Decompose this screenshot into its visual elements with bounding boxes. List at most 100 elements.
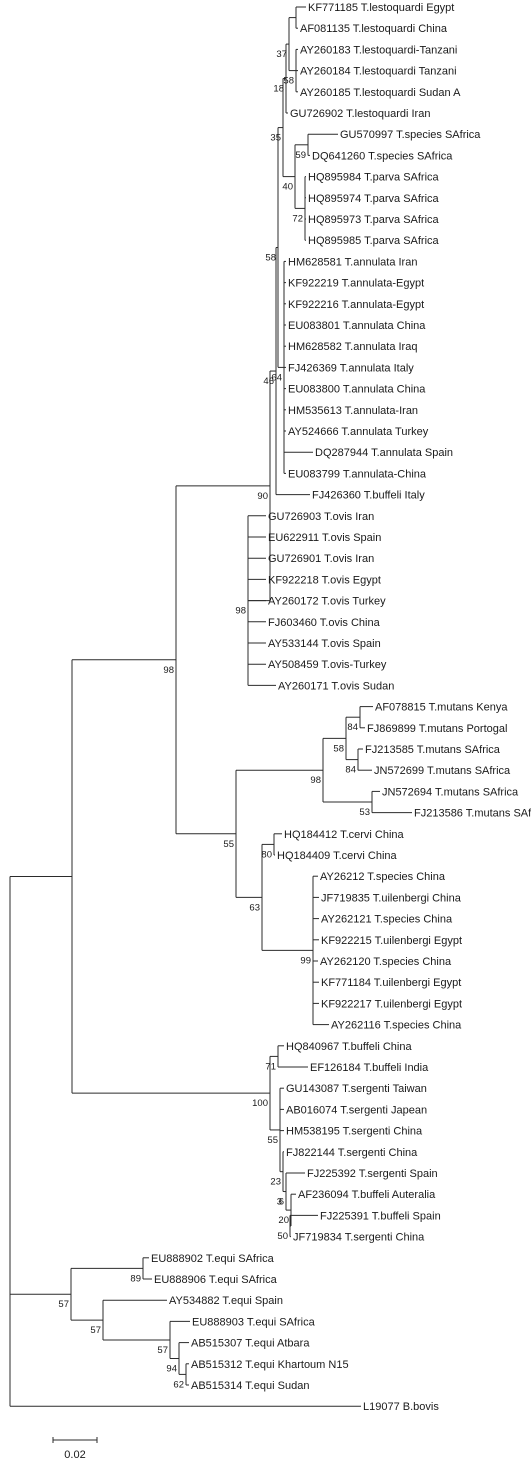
leaf-label: JN572694 T.mutans SAfrica — [382, 786, 519, 798]
bootstrap-value: 55 — [223, 839, 234, 850]
bootstrap-value: 98 — [235, 606, 246, 617]
leaf-label: FJ822144 T.sergenti China — [286, 1147, 418, 1159]
leaf-label: HM535613 T.annulata-Iran — [288, 405, 418, 417]
leaf-label: AF081135 T.lestoquardi China — [300, 23, 448, 35]
bootstrap-value: 80 — [261, 849, 272, 860]
bootstrap-value: 72 — [292, 213, 303, 224]
bootstrap-value: 58 — [333, 743, 344, 754]
bootstrap-value: 50 — [277, 1231, 288, 1242]
leaf-label: HQ895973 T.parva SAfrica — [308, 214, 440, 226]
leaf-label: KF771185 T.lestoquardi Egypt — [308, 2, 454, 14]
leaf-label: AY524666 T.annulata Turkey — [288, 426, 429, 438]
leaf-label: HQ184409 T.cervi China — [277, 850, 398, 862]
scale-bar-label: 0.02 — [64, 1449, 85, 1461]
leaf-label: HQ840967 T.buffeli China — [286, 1041, 412, 1053]
bootstrap-value: 98 — [163, 665, 174, 676]
leaf-label: HM628581 T.annulata Iran — [288, 256, 417, 268]
bootstrap-value: 84 — [345, 765, 356, 776]
bootstrap-value: 3 — [277, 1197, 282, 1208]
leaf-label: AB016074 T.sergenti Japean — [286, 1104, 427, 1116]
bootstrap-value: 62 — [173, 1379, 184, 1390]
leaf-label: FJ603460 T.ovis China — [268, 617, 381, 629]
bootstrap-value: 35 — [270, 133, 281, 144]
leaf-label: AY260172 T.ovis Turkey — [268, 596, 386, 608]
leaf-label: AY262120 T.species China — [320, 956, 452, 968]
leaf-label: FJ213586 T.mutans SAfrica — [414, 808, 531, 820]
leaf-label: KF922218 T.ovis Egypt — [268, 574, 381, 586]
bootstrap-value: 46 — [263, 376, 274, 387]
bootstrap-value: 64 — [271, 372, 282, 383]
leaf-label: EU083799 T.annulata-China — [288, 468, 427, 480]
bootstrap-value: 57 — [157, 1345, 168, 1356]
leaf-label: JF719834 T.sergenti China — [293, 1232, 425, 1244]
leaf-label: KF922219 T.annulata-Egypt — [288, 278, 424, 290]
leaf-label: EF126184 T.buffeli India — [310, 1062, 429, 1074]
leaf-label: JF719835 T.uilenbergi China — [321, 892, 462, 904]
bootstrap-value: 53 — [359, 807, 370, 818]
bootstrap-value: 94 — [166, 1364, 177, 1375]
bootstrap-value: 89 — [130, 1273, 141, 1284]
leaf-label: AF078815 T.mutans Kenya — [375, 702, 508, 714]
leaf-label: AB515312 T.equi Khartoum N15 — [191, 1359, 349, 1371]
leaf-label: AY260171 T.ovis Sudan — [278, 680, 394, 692]
bootstrap-value: 57 — [90, 1325, 101, 1336]
leaf-label: AY260184 T.lestoquardi Tanzani — [300, 66, 457, 78]
bootstrap-value: 6 — [279, 1197, 284, 1208]
leaf-label: GU570997 T.species SAfrica — [340, 129, 481, 141]
leaf-label: EU622911 T.ovis Spain — [268, 532, 381, 544]
leaf-label: EU083801 T.annulata China — [288, 320, 426, 332]
leaf-label: AY26212 T.species China — [320, 871, 446, 883]
bootstrap-value: 98 — [310, 775, 321, 786]
leaf-label: FJ225391 T.buffeli Spain — [320, 1210, 441, 1222]
leaf-label: GU143087 T.sergenti Taiwan — [286, 1083, 427, 1095]
bootstrap-value: 90 — [257, 491, 268, 502]
leaf-label: EU888902 T.equi SAfrica — [151, 1253, 275, 1265]
leaf-label: AY534882 T.equi Spain — [169, 1295, 283, 1307]
bootstrap-value: 84 — [347, 722, 358, 733]
bootstrap-value: 100 — [252, 1098, 268, 1109]
leaf-label: DQ287944 T.annulata Spain — [315, 447, 453, 459]
bootstrap-value: 63 — [249, 902, 260, 913]
leaf-label: KF922216 T.annulata-Egypt — [288, 299, 424, 311]
leaf-label: HQ895984 T.parva SAfrica — [308, 172, 440, 184]
leaf-label: GU726901 T.ovis Iran — [268, 553, 374, 565]
leaf-label: AB515314 T.equi Sudan — [191, 1380, 309, 1392]
bootstrap-value: 37 — [276, 49, 287, 60]
leaf-label: FJ225392 T.sergenti Spain — [307, 1168, 438, 1180]
leaf-label: FJ213585 T.mutans SAfrica — [365, 744, 501, 756]
leaf-label: FJ869899 T.mutans Portogal — [367, 723, 507, 735]
leaf-label: EU888906 T.equi SAfrica — [154, 1274, 278, 1286]
bootstrap-value: 40 — [282, 182, 293, 193]
leaf-label: HM628582 T.annulata Iraq — [288, 341, 417, 353]
leaf-label: AY260183 T.lestoquardi-Tanzani — [300, 44, 457, 56]
leaf-label: FJ426369 T.annulata Italy — [288, 362, 414, 374]
leaf-label: KF922217 T.uilenbergi Egypt — [321, 998, 462, 1010]
bootstrap-value: 20 — [278, 1215, 289, 1226]
bootstrap-value: 58 — [283, 76, 294, 87]
bootstrap-value: 99 — [300, 955, 311, 966]
bootstrap-value: 58 — [265, 252, 276, 263]
leaf-label: KF922215 T.uilenbergi Egypt — [321, 935, 462, 947]
leaf-label: AF236094 T.buffeli Auteralia — [298, 1189, 436, 1201]
leaf-label: AY262116 T.species China — [331, 1020, 462, 1032]
leaf-label: KF771184 T.uilenbergi Egypt — [321, 977, 461, 989]
bootstrap-value: 71 — [265, 1061, 276, 1072]
bootstrap-value: 59 — [295, 150, 306, 161]
leaf-label: EU888903 T.equi SAfrica — [192, 1316, 316, 1328]
leaf-label: FJ426360 T.buffeli Italy — [312, 490, 425, 502]
leaf-label: GU726902 T.lestoquardi Iran — [290, 108, 430, 120]
leaf-label: L19077 B.bovis — [363, 1401, 439, 1413]
leaf-label: DQ641260 T.species SAfrica — [312, 150, 453, 162]
leaf-label: HQ895985 T.parva SAfrica — [308, 235, 440, 247]
leaf-label: AY260185 T.lestoquardi Sudan A — [300, 87, 461, 99]
leaf-label: HQ184412 T.cervi China — [284, 829, 405, 841]
bootstrap-value: 57 — [58, 1299, 69, 1310]
leaf-label: JN572699 T.mutans SAfrica — [374, 765, 511, 777]
leaf-label: EU083800 T.annulata China — [288, 384, 426, 396]
bootstrap-value: 23 — [270, 1177, 281, 1188]
leaf-label: GU726903 T.ovis Iran — [268, 511, 374, 523]
scale-bar: 0.02 — [52, 1437, 98, 1461]
